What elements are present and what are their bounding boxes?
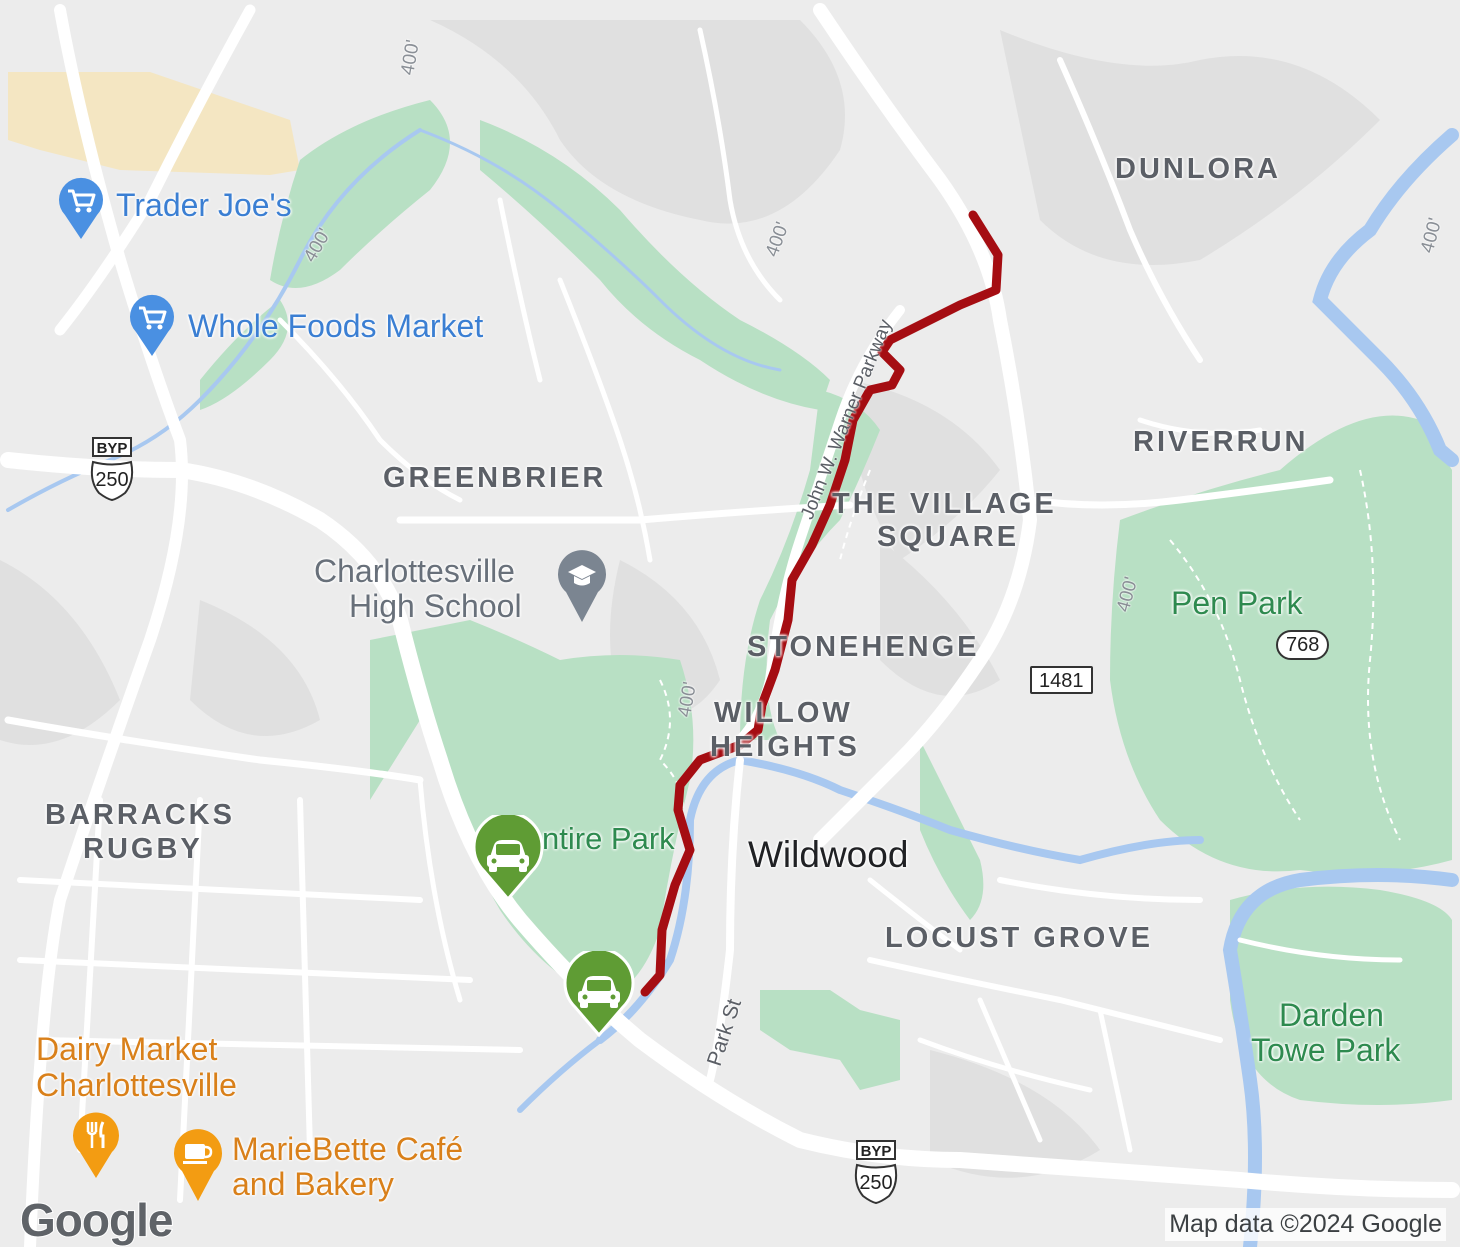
us-250-shield: BYP 250 xyxy=(86,437,138,503)
neighborhood-label: RUGBY xyxy=(83,833,203,865)
route-line xyxy=(640,210,1003,997)
neighborhood-label: LOCUST GROVE xyxy=(885,922,1154,954)
poi-label-school[interactable]: Charlottesville xyxy=(314,553,515,589)
poi-trader-joes[interactable] xyxy=(55,175,107,246)
route-768-shield: 768 xyxy=(1276,630,1330,660)
poi-label-darden-towe-park[interactable]: Darden xyxy=(1279,997,1384,1033)
neighborhood-label: WILLOW xyxy=(714,697,853,729)
bypass-plate: BYP xyxy=(856,1140,896,1160)
neighborhood-label: GREENBRIER xyxy=(383,462,607,494)
poi-mariebette[interactable] xyxy=(172,1127,224,1208)
shopping-cart-icon xyxy=(59,177,103,239)
shopping-cart-icon xyxy=(130,294,174,356)
car-icon xyxy=(563,947,635,1038)
route-1481-shield: 1481 xyxy=(1030,666,1093,694)
poi-label-darden-towe-park[interactable]: Towe Park xyxy=(1251,1032,1401,1068)
map-attribution[interactable]: Map data ©2024 Google xyxy=(1165,1208,1446,1241)
cafe-icon xyxy=(174,1129,222,1201)
parking-pin[interactable] xyxy=(561,947,637,1042)
us-route-shield-icon xyxy=(854,1163,898,1205)
neighborhood-label: SQUARE xyxy=(877,521,1020,553)
poi-label-mcintire-park[interactable]: ntire Park xyxy=(542,821,675,856)
poi-dairy-market[interactable] xyxy=(70,1110,122,1185)
poi-label-mariebette[interactable]: MarieBette Café xyxy=(232,1131,464,1167)
neighborhood-label: HEIGHTS xyxy=(710,731,860,763)
google-logo: Google xyxy=(19,1193,174,1247)
poi-label-dairy-market[interactable]: Dairy Market xyxy=(36,1031,218,1067)
poi-label-trader-joes[interactable]: Trader Joe's xyxy=(116,187,292,223)
poi-label-whole-foods[interactable]: Whole Foods Market xyxy=(188,308,484,344)
poi-school[interactable] xyxy=(556,548,608,629)
poi-label-dairy-market[interactable]: Charlottesville xyxy=(36,1067,237,1103)
town-label-wildwood: Wildwood xyxy=(748,834,909,875)
poi-whole-foods[interactable] xyxy=(126,292,178,363)
us-route-shield-icon xyxy=(90,460,134,502)
neighborhood-label: RIVERRUN xyxy=(1133,426,1309,458)
neighborhood-label: THE VILLAGE xyxy=(832,488,1057,520)
car-icon xyxy=(472,811,544,902)
neighborhood-label: BARRACKS xyxy=(45,799,235,831)
parking-pin[interactable] xyxy=(470,811,546,906)
poi-label-pen-park[interactable]: Pen Park xyxy=(1171,585,1303,621)
bypass-plate: BYP xyxy=(92,437,132,457)
neighborhood-label: STONEHENGE xyxy=(747,631,980,663)
poi-label-school[interactable]: High School xyxy=(349,588,522,624)
us-250-number: 250 xyxy=(859,1172,893,1194)
restaurant-icon xyxy=(73,1112,119,1178)
us-250-shield: BYP 250 xyxy=(850,1140,902,1206)
school-icon xyxy=(558,550,606,622)
us-250-number: 250 xyxy=(95,469,129,491)
neighborhood-label: DUNLORA xyxy=(1115,153,1281,185)
poi-label-mariebette[interactable]: and Bakery xyxy=(232,1166,394,1202)
